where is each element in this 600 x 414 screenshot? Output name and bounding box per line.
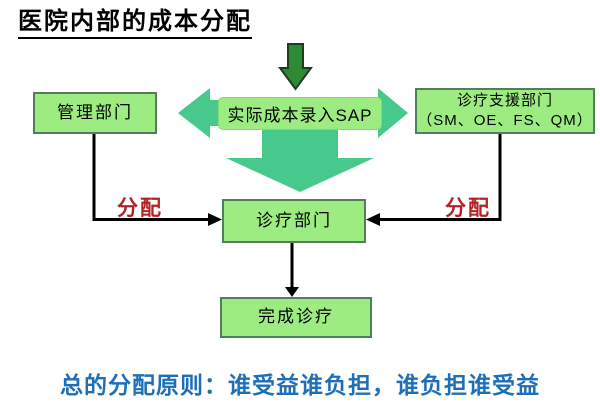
node-management-label: 管理部门 (57, 102, 133, 122)
big-down-arrow-icon (226, 128, 374, 192)
center-connector-arrowhead (285, 287, 299, 297)
allocation-label-right: 分配 (445, 197, 491, 220)
page-title: 医院内部的成本分配 (18, 7, 252, 40)
allocation-label-left: 分配 (117, 197, 163, 220)
node-support-label-line2: （SM、OE、FS、QM） (417, 112, 593, 129)
right-connector-arrowhead (366, 213, 380, 226)
node-support-department: 诊疗支援部门 （SM、OE、FS、QM） (415, 88, 595, 134)
left-connector-line (92, 134, 208, 221)
right-connector-line (380, 134, 502, 221)
node-sap-label: 实际成本录入SAP (227, 106, 373, 125)
left-connector-arrowhead (208, 213, 222, 226)
top-down-arrow-icon (278, 43, 313, 91)
node-support-label-line1: 诊疗支援部门 (456, 91, 553, 109)
allocation-principle-text: 总的分配原则：谁受益谁负担，谁负担谁受益 (60, 372, 540, 398)
node-complete-treatment: 完成诊疗 (220, 297, 372, 338)
node-management-department: 管理部门 (33, 92, 157, 134)
node-complete-label: 完成诊疗 (258, 307, 334, 327)
node-sap-cost-entry: 实际成本录入SAP (218, 97, 382, 130)
node-treatment-label: 诊疗部门 (256, 210, 332, 230)
node-treatment-department: 诊疗部门 (222, 199, 366, 243)
